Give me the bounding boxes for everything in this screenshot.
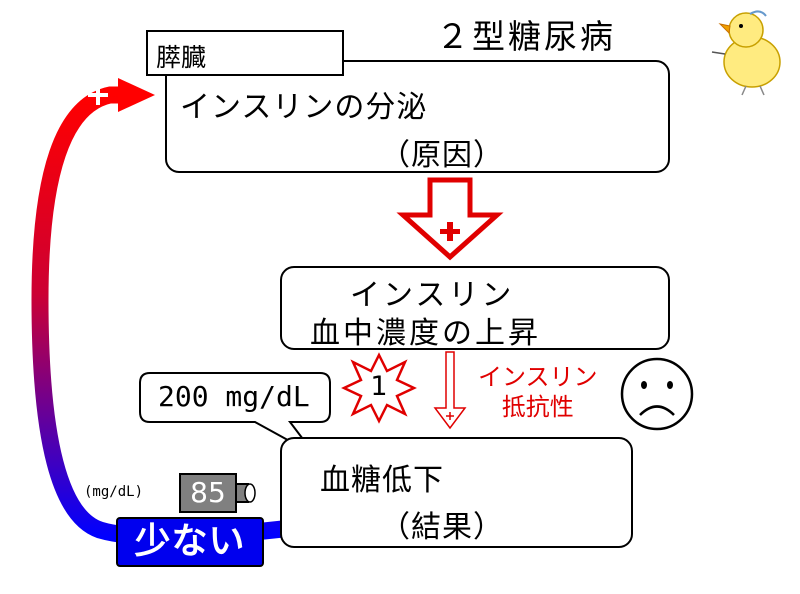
diagram-title: ２型糖尿病 [436, 17, 616, 56]
glucose-unit-label: (mg/dL) [84, 484, 144, 500]
thick-down-arrow-icon [396, 177, 504, 261]
glucose-meter-icon [179, 473, 256, 513]
result-box-line1: 血糖低下 [320, 463, 444, 498]
sad-face-icon [620, 357, 694, 431]
insulin-level-line2: 血中濃度の上昇 [310, 316, 541, 351]
resistance-line2: 抵抗性 [501, 393, 574, 421]
cause-box [165, 60, 670, 173]
insulin-level-line1: インスリン [350, 278, 515, 313]
burst-number: 1 [370, 371, 388, 402]
cause-box-line2: （原因） [380, 138, 504, 173]
explosion-burst-icon [341, 352, 417, 424]
low-amount-label: 少ない [116, 517, 264, 567]
loop-arrowhead-icon [118, 78, 155, 112]
insulin-resistance-label: インスリン 抵抗性 [478, 362, 598, 422]
result-box-line2: （結果） [380, 510, 504, 545]
thin-down-arrow-icon [433, 351, 467, 430]
chick-illustration-icon [711, 10, 781, 96]
insulin-level-box [280, 266, 670, 350]
result-box [280, 437, 633, 548]
speech-bubble-text: 200 mg/dL [158, 380, 310, 413]
glucose-value: 85 [190, 476, 226, 509]
resistance-line1: インスリン [478, 363, 598, 391]
cause-box-line1: インスリンの分泌 [180, 90, 428, 125]
pancreas-label: 膵臓 [146, 30, 344, 76]
